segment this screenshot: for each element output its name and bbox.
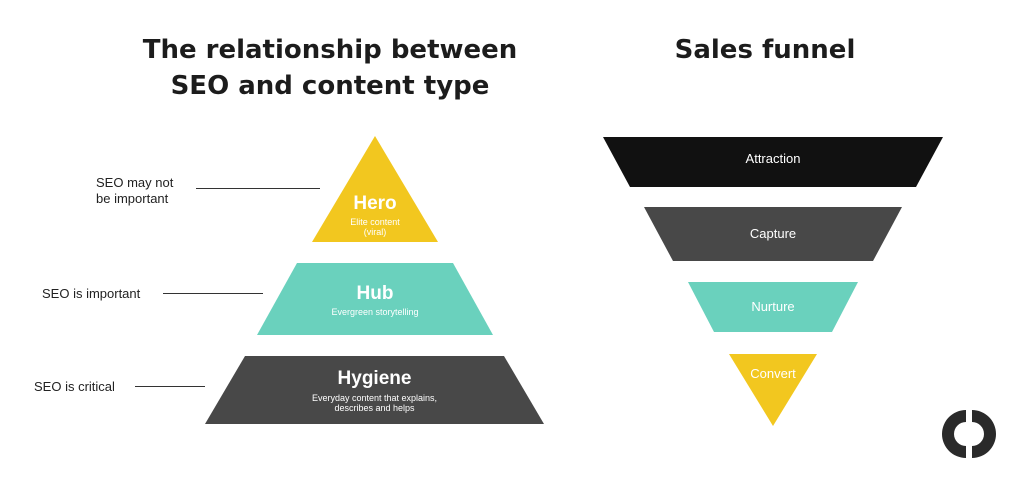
funnel-stage-convert <box>729 354 817 426</box>
funnel-stage-nurture-label: Nurture <box>751 299 795 314</box>
pyramid-level-hub <box>257 263 493 335</box>
level-desc-hero-2: (viral) <box>363 227 387 237</box>
leader-line-hygiene <box>135 386 205 387</box>
pyramid-level-hub-text: Hub Evergreen storytelling <box>287 283 463 317</box>
level-desc-hygiene-2: describes and helps <box>334 403 415 413</box>
pyramid-title-line-1: The relationship between <box>142 35 518 65</box>
seo-note-hero: SEO may not be important <box>96 175 174 206</box>
level-desc-hygiene-1: Everyday content that explains, <box>311 393 438 403</box>
seo-note-hygiene: SEO is critical <box>34 379 115 394</box>
leader-line-hero <box>196 188 320 189</box>
pyramid-title: The relationship between SEO and content… <box>110 32 550 104</box>
leader-line-hub <box>163 293 263 294</box>
level-name-hygiene: Hygiene <box>337 368 412 389</box>
funnel-stage-nurture <box>688 282 858 332</box>
funnel-stage-capture <box>644 207 902 261</box>
funnel-stage-convert-label: Convert <box>750 366 796 381</box>
level-name-hub: Hub <box>356 283 394 304</box>
funnel-stage-capture-label: Capture <box>749 226 797 241</box>
pyramid-level-hygiene <box>205 356 544 424</box>
level-desc-hub: Evergreen storytelling <box>331 307 419 317</box>
pyramid-level-hero-text: Hero Elite content (viral) <box>318 193 432 237</box>
pyramid-title-line-2: SEO and content type <box>170 71 490 101</box>
level-name-hero: Hero <box>353 193 397 214</box>
level-desc-hero-1: Elite content <box>350 217 400 227</box>
funnel-stage-attraction <box>603 137 943 187</box>
seo-note-hub: SEO is important <box>42 286 141 301</box>
funnel-stage-attraction-label: Attraction <box>745 151 801 166</box>
funnel-title: Sales funnel <box>674 35 856 65</box>
pyramid-level-hygiene-text: Hygiene Everyday content that explains, … <box>255 368 494 413</box>
brand-ring-logo-icon <box>942 407 996 461</box>
pyramid-level-hero <box>312 136 438 242</box>
